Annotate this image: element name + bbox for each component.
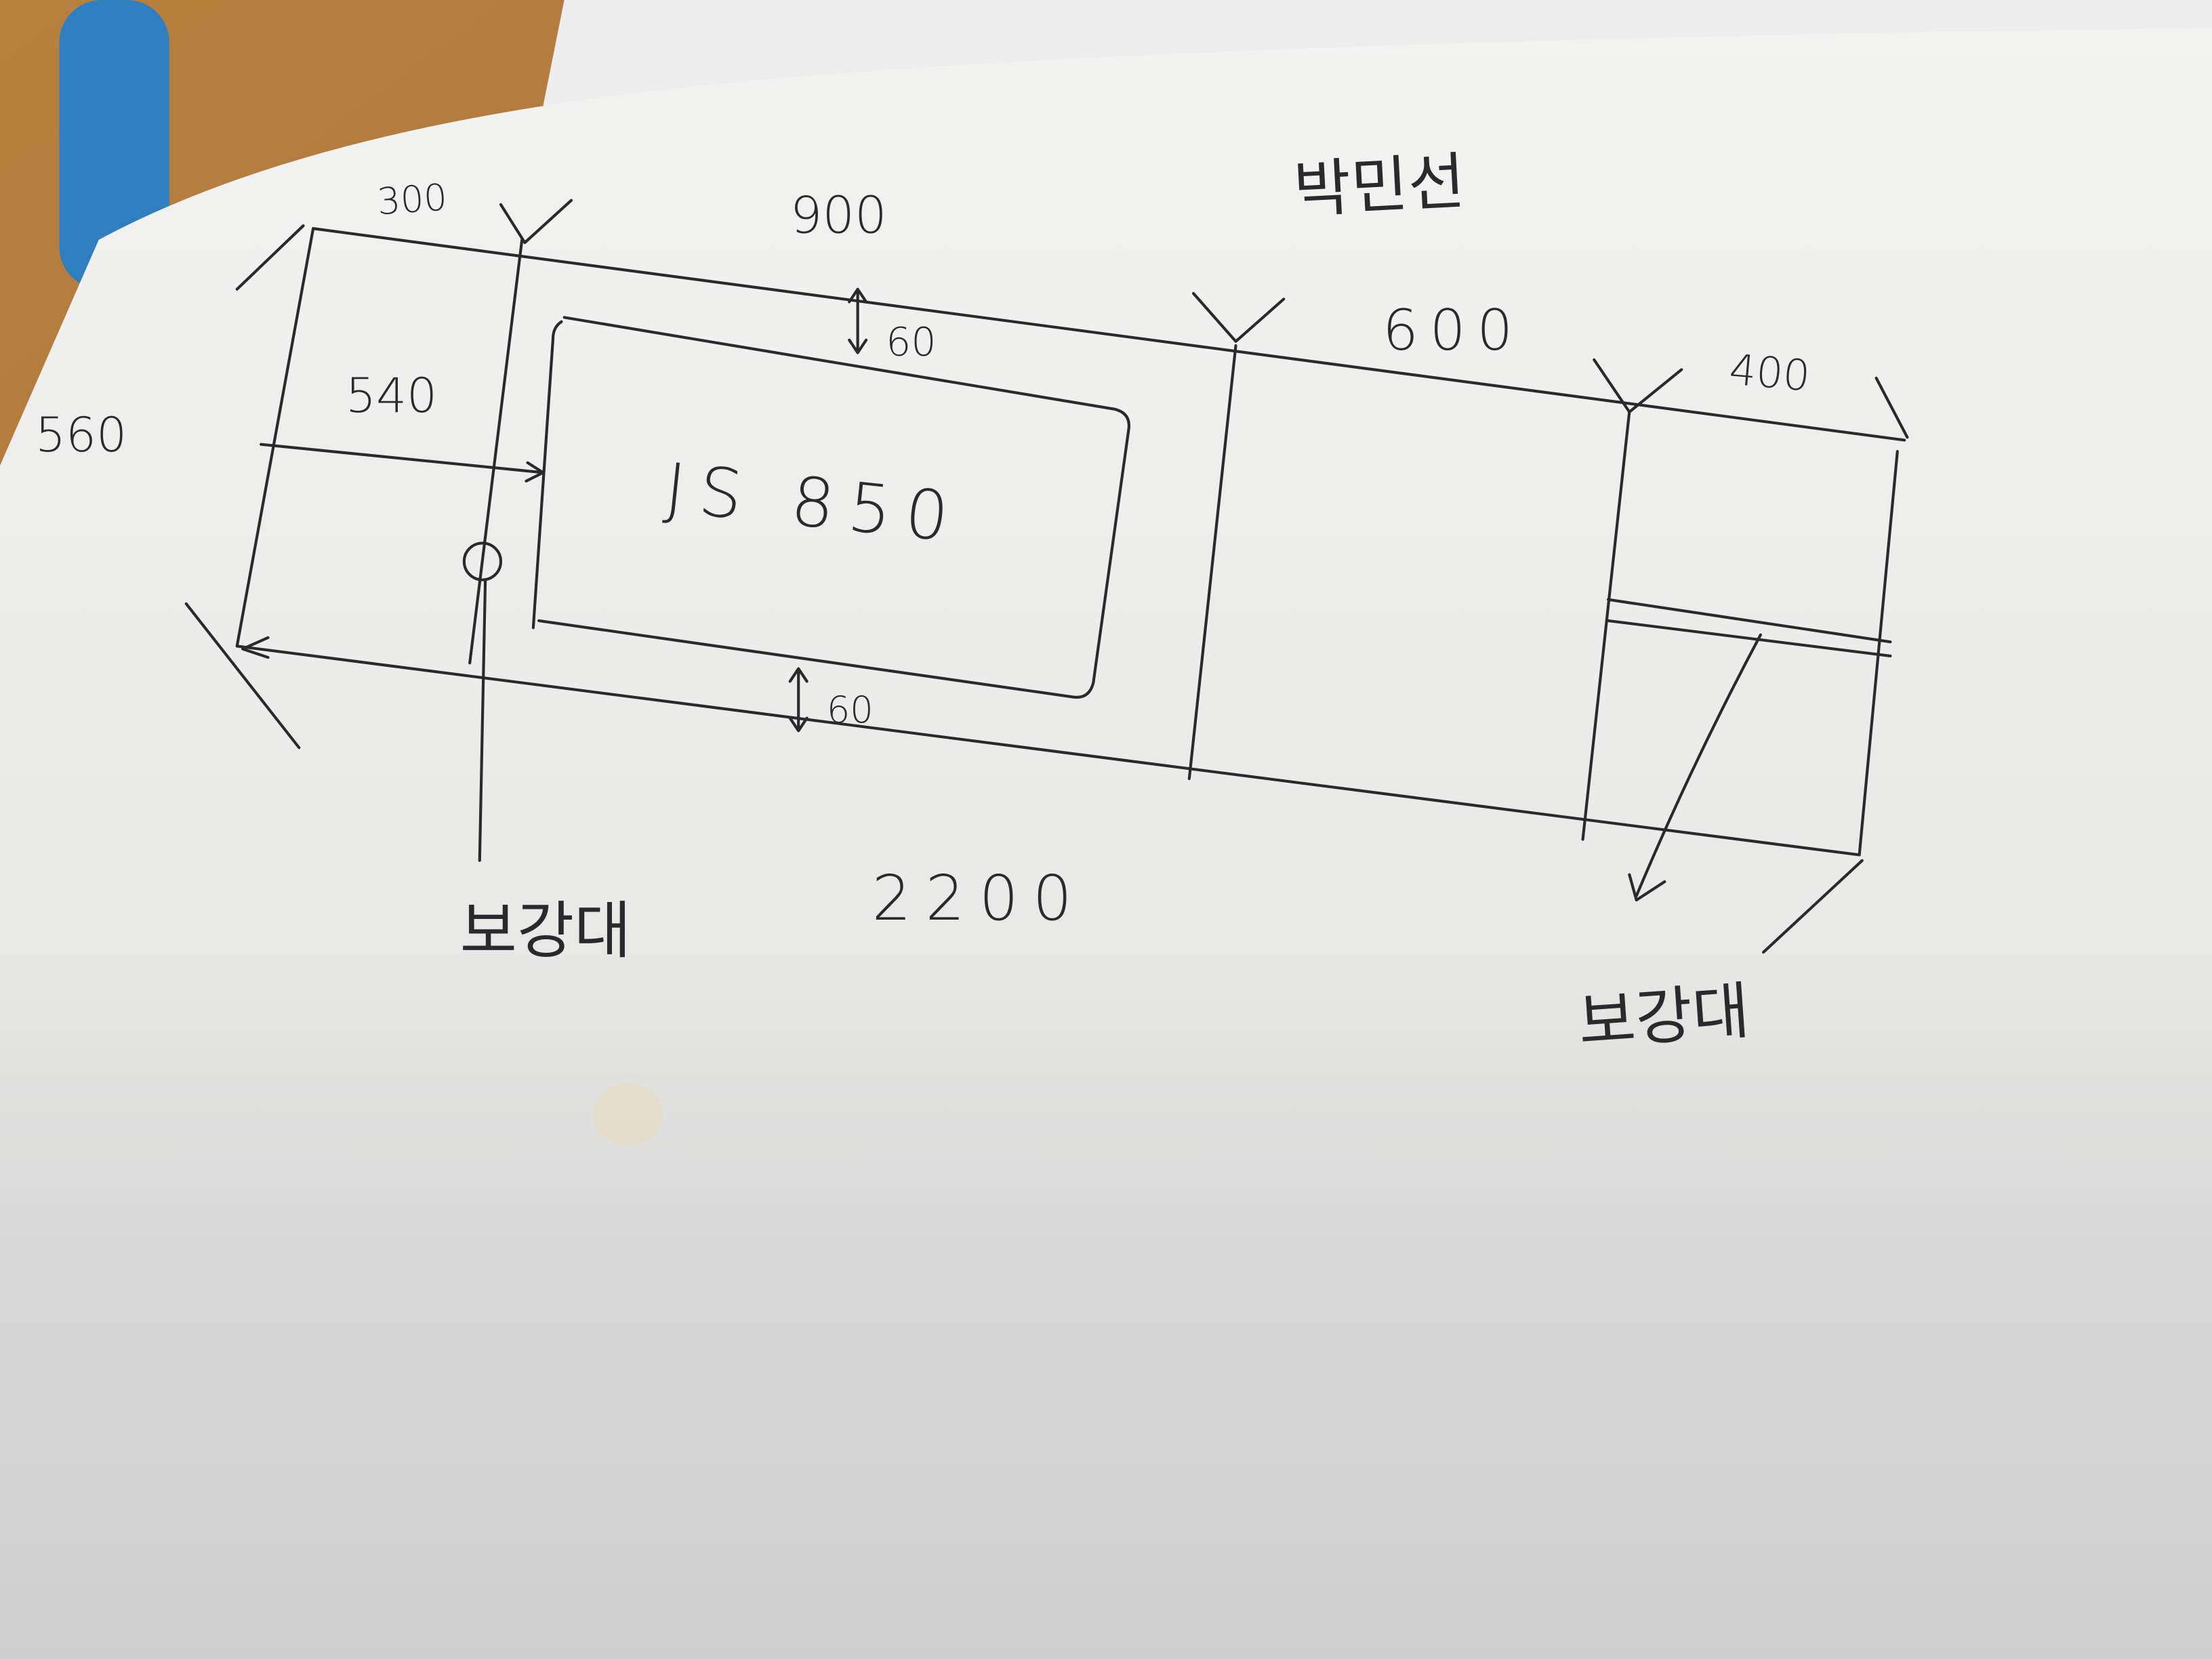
- reinforcement-right-label: 보강대: [1576, 975, 1752, 1059]
- dimension-sink-offset: 540: [346, 367, 437, 424]
- dimension-segment-4: 400: [1727, 344, 1812, 401]
- countertop-outline: [184, 199, 1909, 954]
- dimension-sink-margin-top: 60: [886, 319, 936, 365]
- dimension-segment-2: 900: [790, 185, 887, 245]
- blue-tube: [59, 0, 169, 289]
- author-name: 박민선: [1292, 145, 1467, 226]
- reinforcement-left-label: 보강대: [460, 895, 632, 967]
- dimension-total-width: 2200: [872, 862, 1086, 935]
- dimension-segment-1: 300: [375, 176, 448, 223]
- stain: [592, 1083, 663, 1146]
- sink-cutout: [241, 287, 1130, 733]
- reinforcement-right-mark: [1606, 598, 1892, 902]
- dimension-sink-margin-bottom: 60: [827, 689, 874, 731]
- reinforcement-left-mark: [462, 541, 503, 862]
- paper-sheet: [0, 28, 2212, 1659]
- dimension-depth: 560: [35, 407, 127, 463]
- dimension-segment-3: 600: [1382, 298, 1524, 363]
